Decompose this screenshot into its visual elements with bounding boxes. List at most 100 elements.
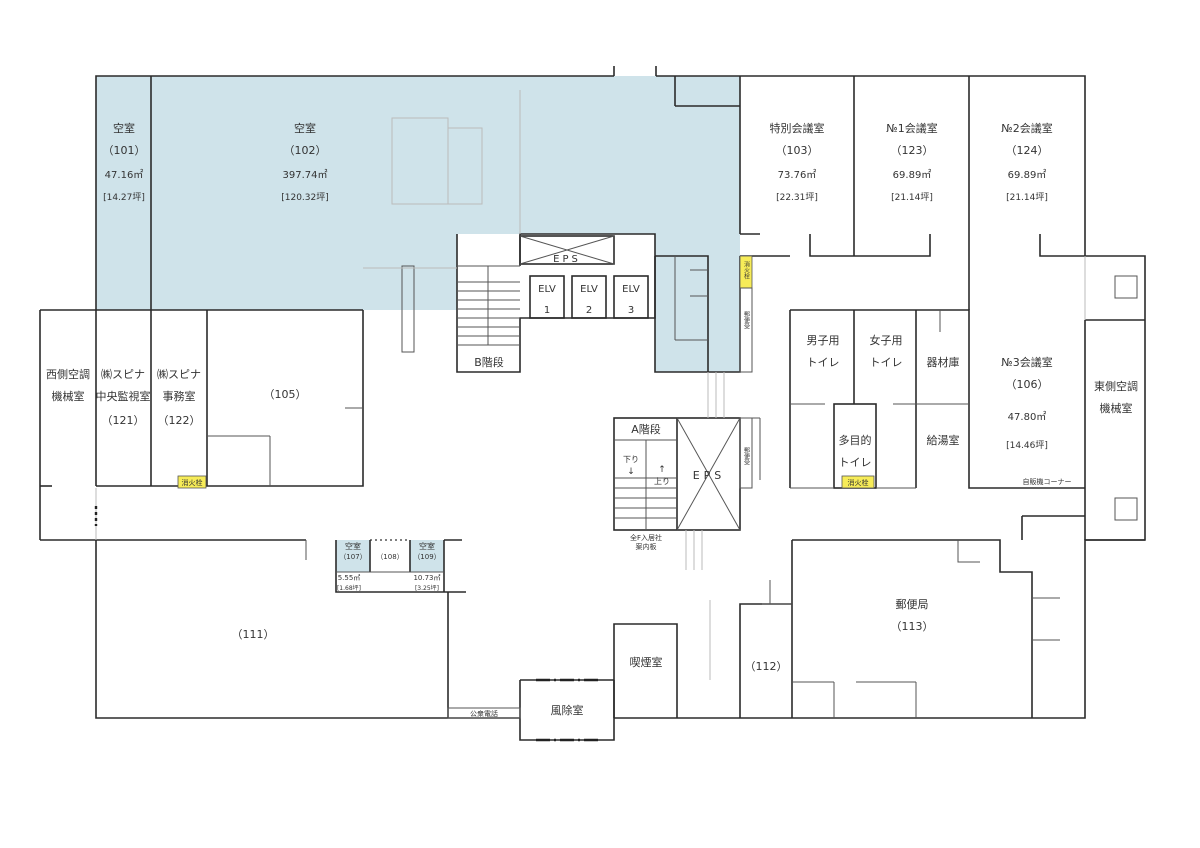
pillar (401, 265, 415, 353)
room-123-area: 69.89㎡ (893, 169, 932, 181)
room-123-tsubo: [21.14坪] (891, 192, 933, 203)
elevator-1-label: ELV (538, 284, 556, 295)
room-109-number: （109） (413, 553, 440, 561)
elevator-2-number: 2 (586, 305, 592, 316)
room-112-number: （112） (745, 660, 788, 673)
eps-shaft-top (519, 235, 615, 265)
mailbox-label-2: 郵便受 (743, 446, 750, 466)
guide-box-2 (447, 127, 483, 205)
room-124-area: 69.89㎡ (1008, 169, 1047, 181)
mens-wc-line1: 男子用 (807, 334, 840, 347)
multi-wc-line1: 多目的 (839, 433, 872, 447)
room-122-number: （122） (158, 414, 201, 427)
kitchenette-label: 給湯室 (927, 433, 960, 447)
elevator-1-number: 1 (544, 305, 550, 316)
womens-wc-line2: トイレ (870, 356, 903, 369)
mens-wc-line2: トイレ (807, 356, 840, 369)
hydrant-label-3: 消火栓 (848, 478, 869, 487)
stair-a-treads (614, 439, 677, 530)
elevator-3-car (613, 275, 649, 319)
room-102-area: 397.74㎡ (283, 169, 328, 181)
eps-a-label: EPS (693, 469, 726, 482)
room-103-area: 73.76㎡ (778, 169, 817, 181)
stair-a-label: A階段 (631, 422, 661, 436)
room-111-number: （111） (232, 628, 275, 641)
storage-label: 器材庫 (927, 355, 960, 369)
elevator-3-label: ELV (622, 284, 640, 295)
stair-up-label: 上り (654, 477, 670, 486)
room-102-tsubo: [120.32坪] (281, 192, 329, 203)
east-hvac-line2: 機械室 (1100, 401, 1133, 415)
room-124-number: （124） (1006, 144, 1049, 157)
room-109-status: 空室 (419, 541, 435, 551)
room-106-area: 47.80㎡ (1008, 411, 1047, 423)
elevator-3-number: 3 (628, 305, 634, 316)
hydrant-label-2: 消火栓 (182, 478, 203, 487)
room-121-number: （121） (102, 414, 145, 427)
room-107-number: （107） (339, 553, 366, 561)
mailbox-label-1: 郵便受 (743, 310, 750, 330)
vacant-101-fill (96, 76, 151, 310)
room-107-tsubo: [1.68坪] (337, 584, 361, 592)
guide-lines (95, 90, 1086, 680)
payphone-label: 公衆電話 (470, 709, 498, 718)
room-101-status: 空室 (113, 121, 135, 135)
east-shaft-top (1114, 275, 1138, 299)
room-103-number: （103） (776, 144, 819, 157)
post-office-name: 郵便局 (896, 598, 929, 611)
room-106-name: №3会議室 (1001, 355, 1052, 369)
directory-label-1: 全F入居社 (630, 533, 662, 542)
vacant-core-fill (655, 234, 740, 372)
interior-walls (40, 76, 1145, 741)
room-107-area: 5.55㎡ (338, 574, 361, 582)
vacant-109-fill (410, 540, 444, 572)
room-121-line1: ㈱スピナ (101, 368, 145, 381)
east-hvac-line1: 東側空調 (1094, 379, 1138, 393)
elevator-1-car (529, 275, 565, 319)
smoking-room-label: 喫煙室 (630, 655, 663, 669)
directory-label-2: 案内板 (636, 542, 657, 551)
room-106-number: （106） (1006, 378, 1049, 391)
room-109-tsubo: [3.25坪] (415, 584, 439, 592)
eps-top-label: EPS (553, 254, 581, 265)
room-102-number: （102） (284, 144, 327, 157)
east-shaft-bottom (1114, 497, 1138, 521)
west-hvac-line1: 西側空調 (46, 367, 90, 381)
hydrant-box-2 (177, 475, 207, 489)
room-103-tsubo: [22.31坪] (776, 192, 818, 203)
vacant-areas (96, 76, 740, 572)
multi-wc-line2: トイレ (839, 456, 872, 469)
room-101-number: （101） (103, 144, 146, 157)
vacant-107-fill (336, 540, 370, 572)
room-122-line1: ㈱スピナ (157, 368, 201, 381)
mailbox-1 (739, 287, 753, 373)
elevator-2-label: ELV (580, 284, 598, 295)
stair-b-treads (457, 266, 520, 346)
room-103-name: 特別会議室 (770, 121, 825, 135)
room-108-number: （108） (376, 553, 403, 561)
vacant-102-fill (151, 76, 740, 234)
room-101-area: 47.16㎡ (105, 169, 144, 181)
room-102-status: 空室 (294, 121, 316, 135)
room-109-area: 10.73㎡ (413, 574, 440, 582)
room-105-number: （105） (264, 388, 307, 401)
stair-down-arrow: ↓ (627, 467, 635, 477)
mailbox-2 (739, 417, 753, 489)
door-marks (94, 506, 600, 742)
vacant-102-fill-lower (151, 234, 457, 310)
windbreak-label: 風除室 (551, 703, 584, 717)
elevator-2-car (571, 275, 607, 319)
hydrant-box-3 (841, 475, 875, 489)
room-123-name: №1会議室 (886, 121, 937, 135)
outer-walls (39, 66, 1146, 719)
room-122-line2: 事務室 (163, 389, 196, 403)
room-107-status: 空室 (345, 541, 361, 551)
payphone-box (447, 707, 521, 719)
womens-wc-line1: 女子用 (870, 333, 903, 347)
room-106-tsubo: [14.46坪] (1006, 440, 1048, 451)
vending-corner-label: 自販機コーナー (1023, 477, 1072, 486)
eps-shaft-a (676, 417, 741, 531)
room-121-line2: 中央監視室 (96, 389, 151, 403)
post-office-number: （113） (891, 620, 934, 633)
